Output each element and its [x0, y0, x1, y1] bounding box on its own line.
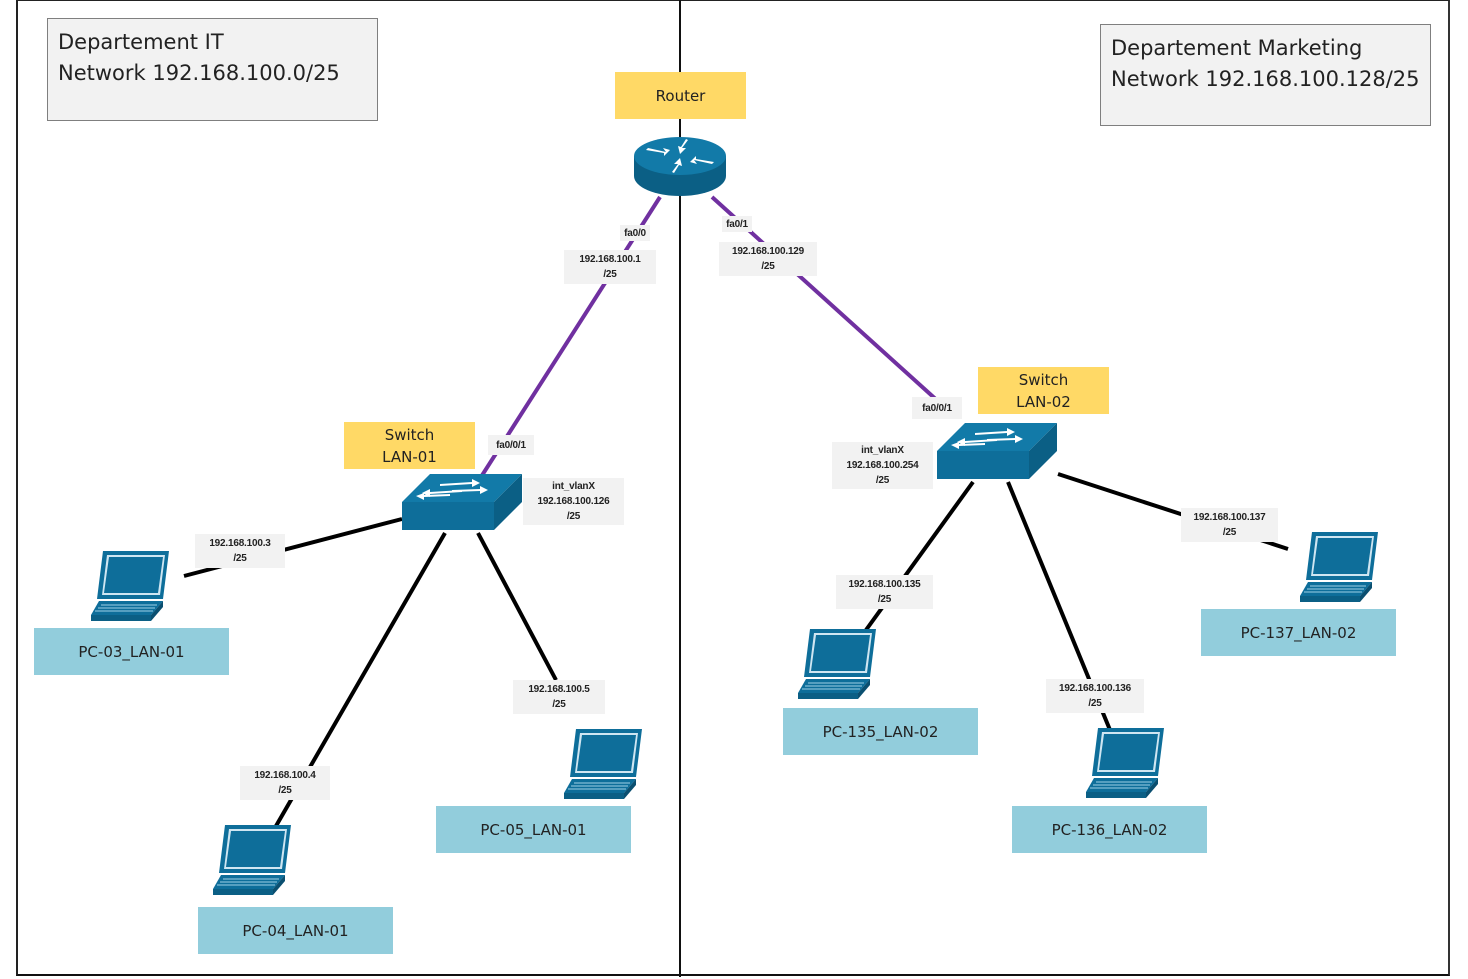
department-marketing-title: Departement Marketing	[1111, 36, 1363, 60]
department-marketing-box: Departement Marketing Network 192.168.10…	[1100, 24, 1431, 126]
pc135-laptop-icon[interactable]	[785, 629, 891, 701]
switch-label-line2: LAN-01	[382, 447, 437, 466]
pc04-ip-label: 192.168.100.4 /25	[240, 766, 330, 800]
switch-lan02-vlan-label: int_vlanX 192.168.100.254 /25	[832, 442, 933, 489]
mask-text: /25	[761, 261, 775, 272]
ip-text: 192.168.100.129	[731, 246, 805, 257]
mask-text: /25	[566, 511, 581, 522]
switch-lan02-uplink-port: fa0/0/1	[912, 397, 962, 419]
pc05-ip-label: 192.168.100.5 /25	[513, 680, 605, 714]
vlan-name-text: int_vlanX	[552, 481, 595, 492]
pc-name-text: PC-135_LAN-02	[822, 722, 939, 741]
mask-text: /25	[552, 699, 566, 710]
pc03-laptop-icon[interactable]	[78, 551, 184, 623]
pc-name-text: PC-04_LAN-01	[242, 921, 349, 940]
department-it-title: Departement IT	[58, 30, 224, 54]
mask-text: /25	[875, 475, 890, 486]
router-icon[interactable]	[632, 134, 728, 198]
mask-text: /25	[603, 269, 617, 280]
pc136-name-label: PC-136_LAN-02	[1012, 806, 1207, 853]
ip-text: 192.168.100.1	[579, 254, 641, 265]
pc-name-text: PC-03_LAN-01	[78, 642, 185, 661]
diagram-frame	[16, 0, 1450, 976]
router-label: Router	[615, 72, 746, 119]
switch-lan01-icon[interactable]	[400, 472, 524, 532]
router-port-right-label: fa0/1	[722, 216, 752, 232]
pc135-ip-label: 192.168.100.135 /25	[836, 575, 933, 609]
pc-name-text: PC-05_LAN-01	[480, 820, 587, 839]
port-text: fa0/0/1	[496, 439, 526, 451]
switch-lan01-label: Switch LAN-01	[344, 422, 475, 469]
cable-switch-lan01-pc05[interactable]	[476, 532, 558, 681]
mask-text: /25	[278, 785, 292, 796]
mask-text: /25	[1088, 698, 1102, 709]
switch-lan01-vlan-label: int_vlanX 192.168.100.126 /25	[523, 478, 624, 525]
ip-text: 192.168.100.254	[846, 460, 919, 471]
pc05-laptop-icon[interactable]	[551, 729, 657, 801]
pc137-name-label: PC-137_LAN-02	[1201, 609, 1396, 656]
pc137-laptop-icon[interactable]	[1287, 532, 1393, 604]
pc-name-text: PC-137_LAN-02	[1240, 623, 1357, 642]
department-it-box: Departement IT Network 192.168.100.0/25	[47, 18, 378, 121]
ip-text: 192.168.100.137	[1193, 512, 1266, 523]
mask-text: /25	[877, 594, 892, 605]
pc04-laptop-icon[interactable]	[200, 825, 306, 897]
ip-text: 192.168.100.126	[537, 496, 610, 507]
vlan-name-text: int_vlanX	[861, 445, 904, 456]
pc135-name-label: PC-135_LAN-02	[783, 708, 978, 755]
switch-lan02-icon[interactable]	[935, 421, 1059, 481]
port-text: fa0/0	[624, 227, 646, 239]
department-divider	[679, 0, 681, 977]
mask-text: /25	[1222, 527, 1237, 538]
port-text: fa0/0/1	[922, 402, 952, 414]
department-marketing-network: Network 192.168.100.128/25	[1111, 67, 1420, 91]
router-label-text: Router	[655, 86, 706, 105]
router-port-left-label: fa0/0	[620, 225, 650, 241]
switch-lan02-label: Switch LAN-02	[978, 367, 1109, 414]
pc137-ip-label: 192.168.100.137 /25	[1181, 508, 1278, 542]
pc05-name-label: PC-05_LAN-01	[436, 806, 631, 853]
router-ip-left-label: 192.168.100.1 /25	[564, 250, 656, 284]
switch-label-line2: LAN-02	[1016, 392, 1071, 411]
ip-text: 192.168.100.4	[254, 770, 316, 781]
department-it-network: Network 192.168.100.0/25	[58, 61, 340, 85]
ip-text: 192.168.100.3	[209, 538, 271, 549]
pc-name-text: PC-136_LAN-02	[1051, 820, 1168, 839]
switch-lan01-uplink-port: fa0/0/1	[488, 435, 534, 455]
cable-router-switch-lan01[interactable]	[479, 195, 662, 479]
pc04-name-label: PC-04_LAN-01	[198, 907, 393, 954]
ip-text: 192.168.100.5	[528, 684, 590, 695]
pc136-ip-label: 192.168.100.136 /25	[1046, 679, 1144, 713]
mask-text: /25	[233, 553, 247, 564]
switch-label-line1: Switch	[1018, 370, 1069, 389]
ip-text: 192.168.100.135	[848, 579, 921, 590]
pc03-ip-label: 192.168.100.3 /25	[195, 534, 285, 568]
pc136-laptop-icon[interactable]	[1073, 728, 1179, 800]
switch-label-line1: Switch	[384, 425, 435, 444]
port-text: fa0/1	[726, 218, 748, 230]
router-ip-right-label: 192.168.100.129 /25	[719, 242, 817, 276]
ip-text: 192.168.100.136	[1058, 683, 1132, 694]
pc03-name-label: PC-03_LAN-01	[34, 628, 229, 675]
